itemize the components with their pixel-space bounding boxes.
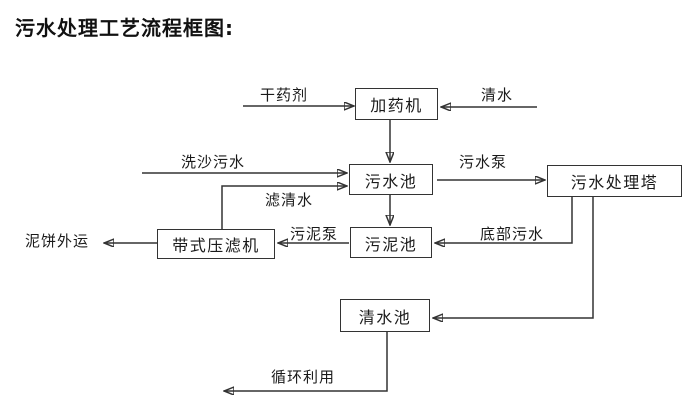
node-sludge-pool: 污泥池 xyxy=(350,227,432,258)
flow-label-recycling: 循环利用 xyxy=(270,368,335,386)
diagram-title: 污水处理工艺流程框图: xyxy=(15,16,234,40)
flow-label-mud-cake-outbound: 泥饼外运 xyxy=(24,232,89,250)
flow-label-clean-water: 清水 xyxy=(480,86,513,104)
flow-label-sand-washing-sewage: 洗沙污水 xyxy=(180,153,245,171)
flow-label-filtered-water: 滤清水 xyxy=(264,191,313,209)
arrow-filtered-water-to-sewage-pool xyxy=(221,186,347,229)
arrow-clean-pool-to-recycling xyxy=(224,332,388,391)
arrow-tower-bottom-sewage-to-sludge-pool xyxy=(435,197,573,243)
node-clean-water-pool: 清水池 xyxy=(340,299,430,332)
node-sewage-pool: 污水池 xyxy=(349,164,433,195)
node-belt-filter-press: 带式压滤机 xyxy=(157,229,275,259)
flow-label-dry-chemical: 干药剂 xyxy=(259,86,308,104)
flow-label-bottom-sewage: 底部污水 xyxy=(479,225,544,243)
arrow-tower-to-clean-pool xyxy=(433,197,594,318)
node-sewage-treatment-tower: 污水处理塔 xyxy=(547,165,682,197)
node-dosing-machine: 加药机 xyxy=(355,88,438,120)
flow-label-sewage-pump: 污水泵 xyxy=(458,153,507,171)
flow-label-sludge-pump: 污泥泵 xyxy=(289,225,338,243)
